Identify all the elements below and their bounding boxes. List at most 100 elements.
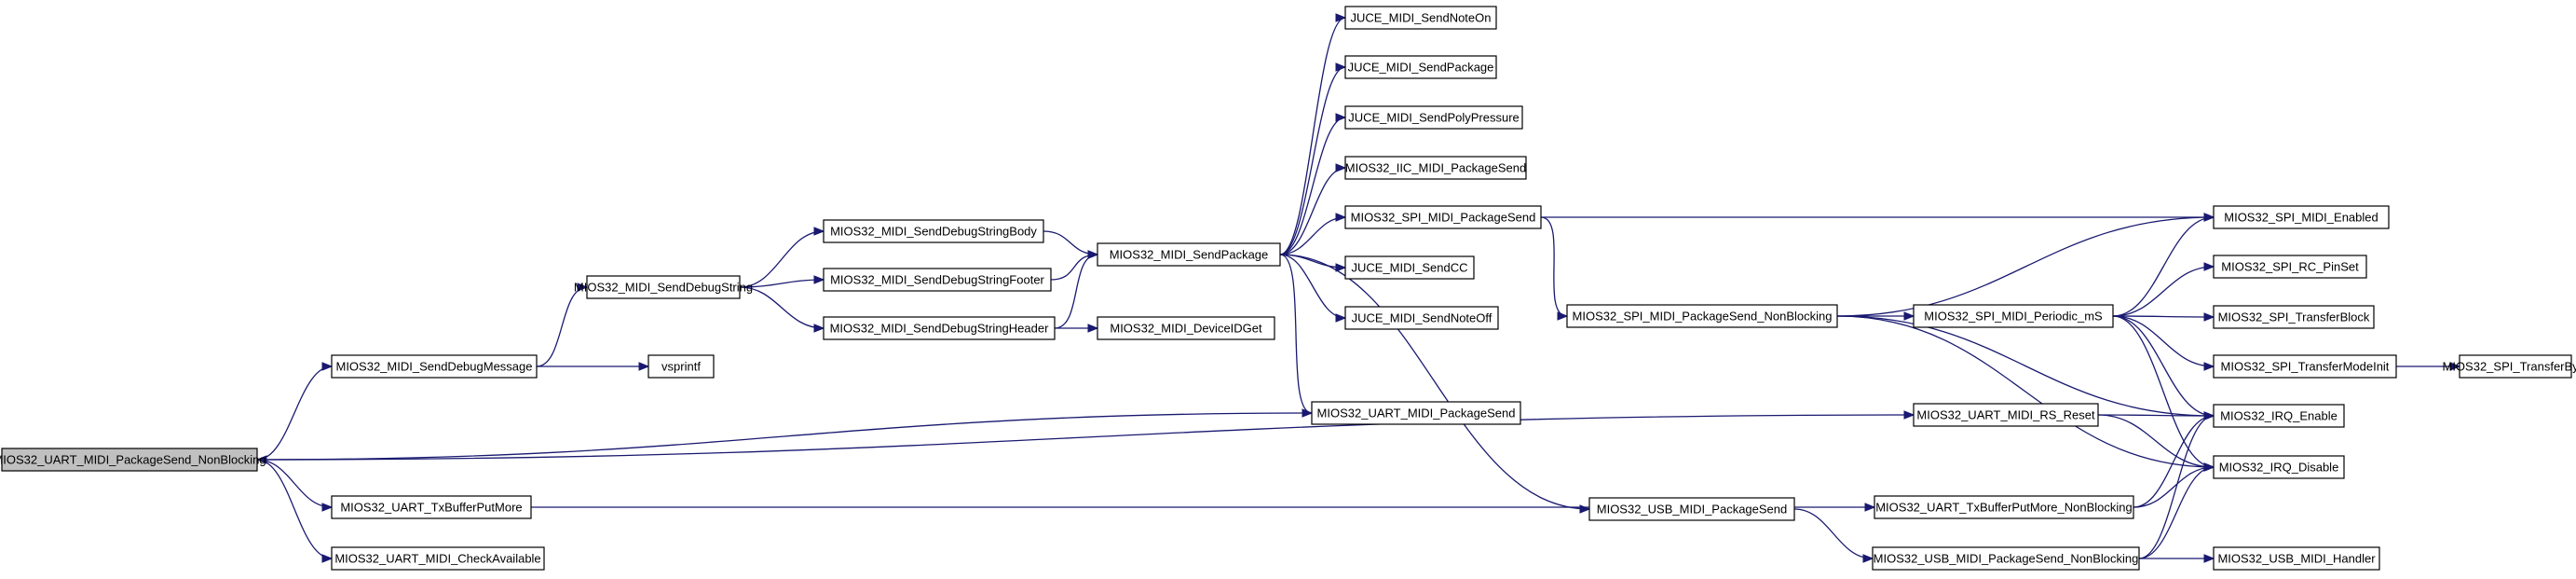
node-box [1913, 403, 2099, 427]
node-sendDebugStringBody[interactable]: MIOS32_MIDI_SendDebugStringBody [823, 219, 1044, 243]
edge-sendDebugString-to-sendDebugStringHeader [739, 286, 825, 333]
node-label: JUCE_MIDI_SendNoteOn [1350, 11, 1491, 25]
node-box [1913, 304, 2114, 328]
edge-midiSendPackage-to-usbPackageSend [1279, 254, 1591, 514]
node-label: MIOS32_USB_MIDI_PackageSend_NonBlocking [1874, 552, 2139, 566]
node-label: MIOS32_UART_TxBufferPutMore_NonBlocking [1875, 501, 2133, 515]
node-label: MIOS32_SPI_RC_PinSet [2221, 260, 2359, 274]
node-sendDebugMessage[interactable]: MIOS32_MIDI_SendDebugMessage [331, 354, 538, 379]
node-vsprintf[interactable]: vsprintf [647, 354, 715, 379]
node-label: MIOS32_USB_MIDI_PackageSend [1597, 503, 1788, 517]
node-box [647, 354, 715, 379]
edge-spiPeriodic-to-transferModeInit [2112, 315, 2215, 371]
node-label: MIOS32_MIDI_SendDebugStringFooter [830, 273, 1044, 287]
node-label: MIOS32_MIDI_DeviceIDGet [1110, 322, 1262, 336]
node-midiSendPackage[interactable]: MIOS32_MIDI_SendPackage [1097, 242, 1281, 267]
node-box [2213, 455, 2345, 479]
node-box [1097, 316, 1275, 340]
node-irqEnable[interactable]: MIOS32_IRQ_Enable [2213, 404, 2345, 428]
node-label: MIOS32_SPI_TransferBlock [2218, 310, 2370, 324]
edge-root-to-checkAvailable [256, 459, 334, 563]
node-label: JUCE_MIDI_SendNoteOff [1352, 311, 1492, 325]
edge-midiSendPackage-to-uartPackageSend [1279, 254, 1314, 418]
node-sendDebugString[interactable]: MIOS32_MIDI_SendDebugString [574, 275, 753, 299]
node-uartRsReset[interactable]: MIOS32_UART_MIDI_RS_Reset [1913, 403, 2099, 427]
node-label: MIOS32_SPI_TransferModeInit [2221, 360, 2390, 374]
node-label: MIOS32_SPI_TransferByte [2442, 360, 2576, 374]
node-juceSendCC[interactable]: JUCE_MIDI_SendCC [1344, 255, 1475, 280]
node-label: MIOS32_UART_MIDI_CheckAvailable [334, 552, 540, 566]
node-box [823, 316, 1056, 340]
node-box [1344, 156, 1527, 180]
node-juceNoteOn[interactable]: JUCE_MIDI_SendNoteOn [1344, 6, 1497, 30]
node-label: MIOS32_IRQ_Disable [2219, 461, 2339, 475]
node-box [1097, 242, 1281, 267]
node-label: MIOS32_SPI_MIDI_PackageSend_NonBlocking [1573, 310, 1833, 324]
node-transferBlock[interactable]: MIOS32_SPI_TransferBlock [2213, 305, 2375, 329]
edge-midiSendPackage-to-juceNoteOff [1279, 254, 1347, 323]
node-deviceIdGet[interactable]: MIOS32_MIDI_DeviceIDGet [1097, 316, 1275, 340]
node-jucePolyPressure[interactable]: JUCE_MIDI_SendPolyPressure [1344, 105, 1523, 130]
edge-spiPackageSend-to-spiPackageSendNB [1540, 216, 1569, 321]
node-box [1344, 205, 1542, 229]
node-spiPeriodic[interactable]: MIOS32_SPI_MIDI_Periodic_mS [1913, 304, 2114, 328]
node-usbHandler[interactable]: MIOS32_USB_MIDI_Handler [2213, 546, 2380, 571]
node-uartPackageSend[interactable]: MIOS32_UART_MIDI_PackageSend [1311, 401, 1521, 425]
node-label: MIOS32_MIDI_SendDebugStringBody [830, 225, 1037, 239]
edge-usbPackageSendNB-to-usbHandler [2139, 554, 2215, 563]
edge-spiPeriodic-to-rcPinSet [2112, 262, 2215, 317]
call-graph-nodes: MIOS32_UART_MIDI_PackageSend_NonBlocking… [0, 6, 2576, 571]
node-label: MIOS32_SPI_MIDI_Enabled [2224, 211, 2378, 225]
node-spiPackageSendNB[interactable]: MIOS32_SPI_MIDI_PackageSend_NonBlocking [1566, 304, 1838, 328]
node-spiEnabled[interactable]: MIOS32_SPI_MIDI_Enabled [2213, 205, 2390, 229]
node-transferByte[interactable]: MIOS32_SPI_TransferByte [2442, 354, 2576, 379]
node-box [2213, 546, 2380, 571]
node-label: MIOS32_MIDI_SendDebugStringHeader [830, 322, 1050, 336]
node-juceSendPackage[interactable]: JUCE_MIDI_SendPackage [1344, 55, 1497, 79]
node-box [2459, 354, 2572, 379]
node-transferModeInit[interactable]: MIOS32_SPI_TransferModeInit [2213, 354, 2397, 379]
node-label: MIOS32_MIDI_SendDebugString [574, 281, 753, 295]
node-box [1566, 304, 1838, 328]
node-label: MIOS32_MIDI_SendPackage [1110, 248, 1269, 262]
edge-spiPackageSend-to-spiEnabled [1541, 213, 2215, 222]
node-box [1344, 105, 1523, 130]
edge-usbPackageSend-to-usbPackageSendNB [1793, 508, 1874, 563]
node-box [2213, 354, 2397, 379]
edge-spiPackageSendNB-to-irqDisable [1836, 315, 2215, 472]
edge-usbPackageSendNB-to-irqEnable [2138, 411, 2215, 559]
node-label: MIOS32_IRQ_Enable [2220, 409, 2337, 423]
edge-midiSendPackage-to-iicPackageSend [1279, 163, 1347, 255]
node-box [1344, 6, 1497, 30]
node-label: MIOS32_USB_MIDI_Handler [2217, 552, 2376, 566]
edge-spiPackageSendNB-to-spiEnabled [1836, 213, 2215, 317]
node-box [1344, 306, 1499, 330]
node-root[interactable]: MIOS32_UART_MIDI_PackageSend_NonBlocking [0, 448, 266, 472]
call-graph-edges [255, 13, 2461, 563]
node-sendDebugStringFooter[interactable]: MIOS32_MIDI_SendDebugStringFooter [823, 268, 1052, 292]
node-label: JUCE_MIDI_SendPackage [1348, 61, 1494, 75]
node-irqDisable[interactable]: MIOS32_IRQ_Disable [2213, 455, 2345, 479]
node-usbPackageSendNB[interactable]: MIOS32_USB_MIDI_PackageSend_NonBlocking [1872, 546, 2140, 571]
node-spiPackageSend[interactable]: MIOS32_SPI_MIDI_PackageSend [1344, 205, 1542, 229]
node-checkAvailable[interactable]: MIOS32_UART_MIDI_CheckAvailable [331, 546, 545, 571]
edge-midiSendPackage-to-juceSendPackage [1279, 62, 1347, 255]
node-sendDebugStringHeader[interactable]: MIOS32_MIDI_SendDebugStringHeader [823, 316, 1056, 340]
edge-txPutMoreNB-to-irqEnable [2133, 411, 2215, 508]
node-label: MIOS32_UART_MIDI_PackageSend [1317, 407, 1516, 420]
node-box [823, 268, 1052, 292]
node-label: JUCE_MIDI_SendPolyPressure [1348, 111, 1520, 125]
edge-root-to-sendDebugMessage [256, 362, 334, 461]
node-iicPackageSend[interactable]: MIOS32_IIC_MIDI_PackageSend [1344, 156, 1527, 180]
node-txBufferPutMore[interactable]: MIOS32_UART_TxBufferPutMore [331, 495, 532, 519]
node-juceNoteOff[interactable]: JUCE_MIDI_SendNoteOff [1344, 306, 1499, 330]
node-txPutMoreNB[interactable]: MIOS32_UART_TxBufferPutMore_NonBlocking [1874, 495, 2134, 519]
node-rcPinSet[interactable]: MIOS32_SPI_RC_PinSet [2213, 255, 2367, 279]
edge-sendDebugStringHeader-to-midiSendPackage [1054, 250, 1099, 329]
node-label: MIOS32_MIDI_SendDebugMessage [335, 360, 532, 374]
node-usbPackageSend[interactable]: MIOS32_USB_MIDI_PackageSend [1588, 497, 1795, 521]
node-label: MIOS32_SPI_MIDI_Periodic_mS [1924, 310, 2103, 324]
node-box [2213, 255, 2367, 279]
edge-sendDebugString-to-sendDebugStringBody [739, 227, 825, 288]
node-box [1588, 497, 1795, 521]
